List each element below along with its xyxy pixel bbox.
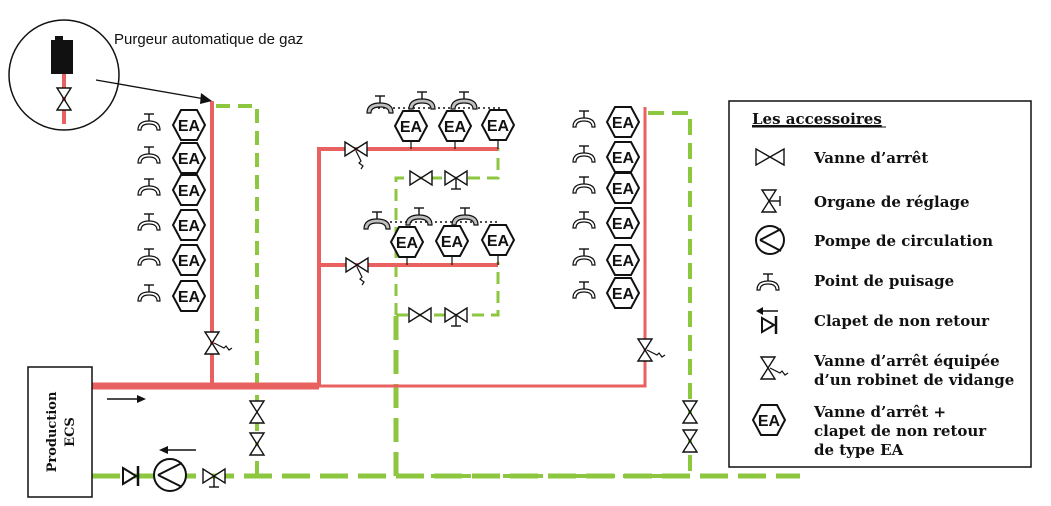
svg-text:d’un robinet de vidange: d’un robinet de vidange xyxy=(814,371,1014,389)
ea-label: EA xyxy=(487,233,510,250)
svg-text:Vanne d’arrêt équipée: Vanne d’arrêt équipée xyxy=(813,352,1000,370)
svg-text:de type EA: de type EA xyxy=(814,441,904,459)
ea-label: EA xyxy=(178,218,201,235)
legend: Les accessoires Vanne d’arrêt Organe de … xyxy=(728,100,1032,468)
ea-label: EA xyxy=(441,234,464,251)
middle-branch-lower-outlets: EA EA EA xyxy=(363,207,515,265)
drain-valve-icon xyxy=(344,141,368,170)
gate-valve-icon xyxy=(755,147,785,167)
ea-label: EA xyxy=(487,118,510,135)
legend-item-circulation-pump: Pompe de circulation xyxy=(755,225,993,255)
balancing-valve-icon xyxy=(444,307,468,327)
ea-label: EA xyxy=(178,253,201,270)
ea-label: EA xyxy=(396,235,419,252)
ea-label: EA xyxy=(178,289,201,306)
legend-title: Les accessoires xyxy=(752,110,882,128)
legend-item-balancing-valve: Organe de réglage xyxy=(760,189,970,213)
legend-item-ea-valve: EA Vanne d’arrêt + clapet de non retour … xyxy=(751,403,987,459)
legend-item-gate-valve: Vanne d’arrêt xyxy=(755,147,928,167)
ea-label: EA xyxy=(400,119,423,136)
production-label-line2: ECS xyxy=(63,417,78,447)
svg-text:Point de puisage: Point de puisage xyxy=(814,272,954,290)
ea-label: EA xyxy=(444,119,467,136)
svg-text:Vanne d’arrêt +: Vanne d’arrêt + xyxy=(813,403,946,421)
ea-label: EA xyxy=(612,253,635,270)
drain-valve-icon xyxy=(345,257,369,286)
gas-purger-label: Purgeur automatique de gaz xyxy=(114,31,303,48)
circulation-pump-icon xyxy=(755,225,785,255)
gas-purger-icon xyxy=(51,40,73,74)
svg-text:Vanne d’arrêt: Vanne d’arrêt xyxy=(813,149,928,167)
ea-label: EA xyxy=(612,150,635,167)
gate-valve-icon xyxy=(408,307,432,323)
gate-valve-icon xyxy=(682,429,698,453)
ea-label: EA xyxy=(758,413,781,430)
production-ecs-box: Production ECS xyxy=(27,366,93,498)
ea-label: EA xyxy=(178,151,201,168)
ea-label: EA xyxy=(178,118,201,135)
gate-valve-icon xyxy=(409,170,433,186)
ea-label: EA xyxy=(178,183,201,200)
circulation-pump-icon xyxy=(153,458,187,492)
ea-label: EA xyxy=(612,286,635,303)
legend-item-drain-valve: Vanne d’arrêt équipée d’un robinet de vi… xyxy=(760,352,1014,389)
ea-valve-icon: EA xyxy=(751,404,787,436)
right-riser-outlets: EA EA EA EA EA EA xyxy=(572,106,640,309)
balancing-valve-icon xyxy=(760,189,781,213)
svg-text:clapet de non retour: clapet de non retour xyxy=(814,422,987,440)
gate-valve-icon xyxy=(249,432,265,456)
flow-arrow-return xyxy=(159,446,196,454)
left-riser-outlets: EA EA EA EA EA EA xyxy=(137,109,206,312)
ea-label: EA xyxy=(612,115,635,132)
gas-purger-callout: Purgeur automatique de gaz xyxy=(8,19,303,131)
balancing-valve-icon xyxy=(444,170,468,190)
production-label-line1: Production xyxy=(45,391,60,472)
ea-label: EA xyxy=(612,216,635,233)
flow-arrow-supply xyxy=(107,395,146,403)
middle-branch-upper-outlets: EA EA EA xyxy=(366,91,515,149)
drain-valve-icon xyxy=(637,338,666,362)
ea-label: EA xyxy=(612,181,635,198)
check-valve-icon xyxy=(122,466,140,486)
legend-item-check-valve: Clapet de non retour xyxy=(756,307,990,334)
gate-valve-icon xyxy=(249,400,265,424)
drain-valve-icon xyxy=(204,331,233,355)
svg-text:Clapet de non retour: Clapet de non retour xyxy=(814,312,990,330)
svg-text:Organe de réglage: Organe de réglage xyxy=(814,193,970,211)
check-valve-icon xyxy=(756,307,778,334)
supply-pipes xyxy=(92,101,647,390)
legend-item-draw-off-point: Point de puisage xyxy=(756,272,954,291)
svg-text:Pompe de circulation: Pompe de circulation xyxy=(814,232,993,250)
gate-valve-icon xyxy=(682,400,698,424)
balancing-valve-icon xyxy=(202,468,226,488)
